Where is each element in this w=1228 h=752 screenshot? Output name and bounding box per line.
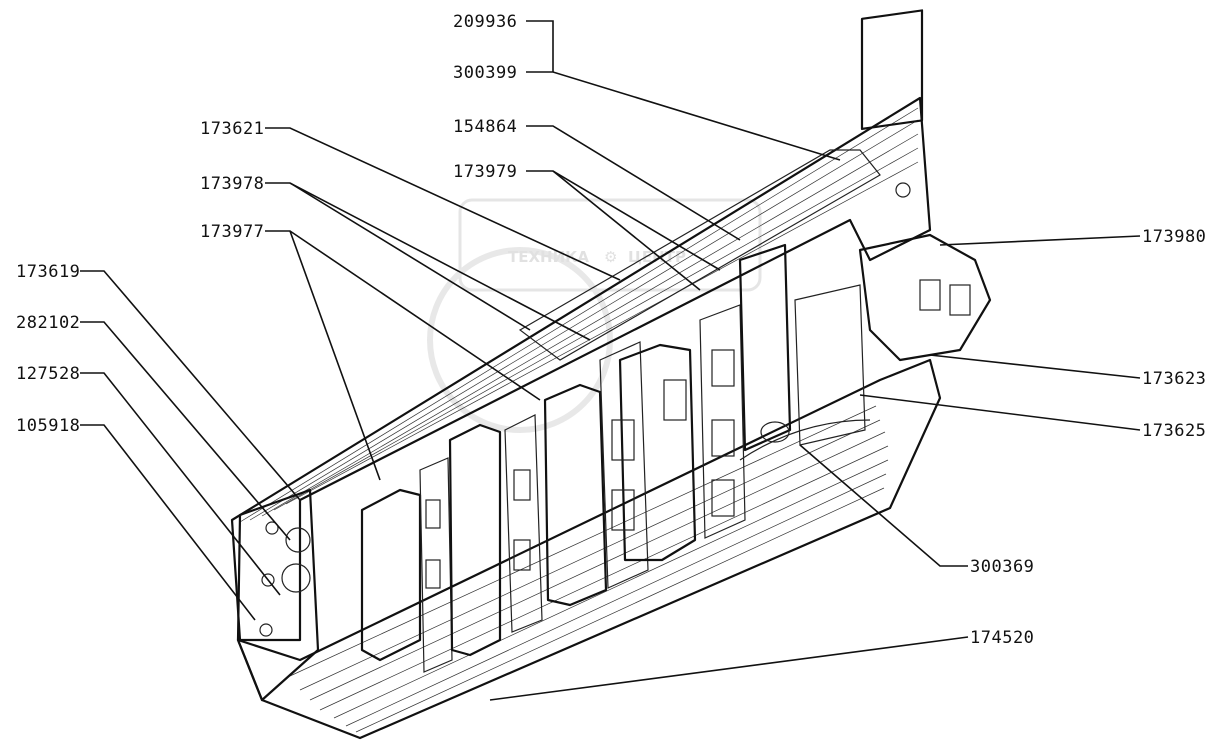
right-connector-housing	[858, 233, 992, 362]
part-label-173978: 173978	[200, 174, 264, 194]
leader-173977-a	[265, 230, 541, 401]
part-label-173977: 173977	[200, 222, 264, 242]
left-end-plate	[236, 488, 320, 702]
arc-guard	[739, 419, 871, 461]
left-bolt-1	[265, 521, 279, 535]
base-hatching	[289, 405, 889, 733]
top-rail	[518, 149, 881, 361]
part-label-173623: 173623	[1142, 369, 1206, 389]
watermark: ТЕХНИКА ⚙ ЦЕНТР	[427, 198, 762, 433]
left-spring-coil-1	[285, 527, 311, 553]
leader-209936	[526, 20, 554, 72]
part-labels: 209936 300399 154864 173621 173979 17397…	[16, 12, 1206, 648]
leader-174520	[489, 636, 969, 701]
leader-173980	[939, 235, 1141, 246]
part-label-300369: 300369	[970, 557, 1034, 577]
part-label-154864: 154864	[453, 117, 517, 137]
leader-173977-b	[289, 230, 381, 481]
assembly-illustration	[230, 9, 992, 740]
block-windows	[425, 349, 735, 589]
watermark-text-left: ТЕХНИКА	[508, 248, 589, 266]
left-bolt-2	[261, 573, 275, 587]
top-right-nut	[895, 182, 911, 198]
part-label-282102: 282102	[16, 313, 80, 333]
leader-154864	[526, 125, 741, 241]
leader-300399	[526, 71, 841, 161]
part-label-173625: 173625	[1142, 421, 1206, 441]
right-terminal-2	[949, 284, 971, 316]
back-panel-hatching	[239, 107, 919, 523]
left-bolt-3	[259, 623, 273, 637]
watermark-gear-icon: ⚙	[604, 248, 617, 266]
part-label-300399: 300399	[453, 63, 517, 83]
right-terminal-1	[919, 279, 941, 311]
leader-127528	[80, 372, 281, 596]
leader-173619	[80, 270, 301, 501]
leader-173978-b	[289, 182, 531, 331]
left-spring-coil-2	[281, 563, 311, 593]
part-label-127528: 127528	[16, 364, 80, 384]
part-label-105918: 105918	[16, 416, 80, 436]
part-label-173980: 173980	[1142, 227, 1206, 247]
part-label-173621: 173621	[200, 119, 264, 139]
leader-173979-b	[552, 170, 701, 291]
base-tray	[236, 358, 942, 740]
leader-lines	[80, 20, 1141, 701]
part-label-174520: 174520	[970, 628, 1034, 648]
back-panel	[230, 96, 932, 642]
part-label-173619: 173619	[16, 262, 80, 282]
watermark-text-right: ЦЕНТР	[628, 248, 686, 266]
leader-282102	[80, 321, 291, 541]
leader-300369	[799, 444, 968, 567]
watermark-circle	[427, 247, 613, 433]
leader-173621	[265, 127, 621, 281]
leader-105918	[80, 424, 256, 621]
contactor-blocks	[360, 243, 866, 673]
lower-ring	[760, 421, 790, 443]
part-label-209936: 209936	[453, 12, 517, 32]
top-right-plate	[860, 9, 924, 130]
leader-173623	[929, 354, 1141, 379]
part-label-173979: 173979	[453, 162, 517, 182]
leader-173625	[859, 394, 1141, 431]
